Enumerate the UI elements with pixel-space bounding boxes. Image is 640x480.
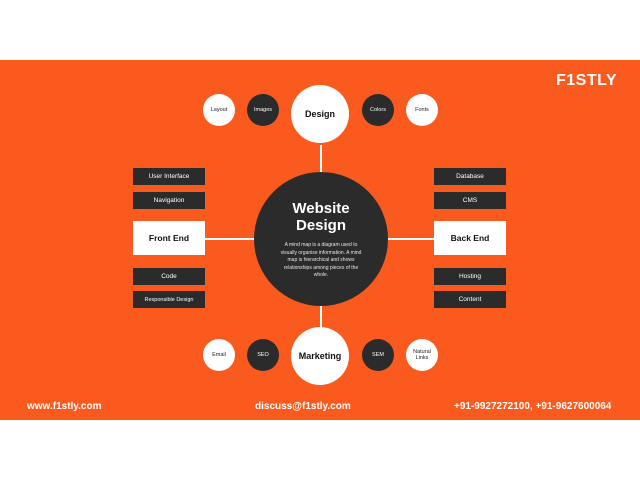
connector-right <box>388 238 434 240</box>
hub-title-line2: Design <box>295 217 346 234</box>
node-email: Email <box>203 339 235 371</box>
node-layout: Layout <box>203 94 235 126</box>
website-design-hub: Website Design A mind map is a diagram u… <box>254 172 388 306</box>
node-navigation: Navigation <box>133 192 205 209</box>
node-hosting: Hosting <box>434 268 506 285</box>
hub-title: Website Design <box>254 200 388 234</box>
node-sem: SEM <box>362 339 394 371</box>
footer-website[interactable]: www.f1stly.com <box>27 401 102 412</box>
node-marketing: Marketing <box>291 327 349 385</box>
footer-phones[interactable]: +91-9927272100, +91-9627600064 <box>454 401 612 412</box>
footer-email[interactable]: discuss@f1stly.com <box>255 401 351 412</box>
node-seo: SEO <box>247 339 279 371</box>
node-content: Content <box>434 291 506 308</box>
node-images: Images <box>247 94 279 126</box>
node-cms: CMS <box>434 192 506 209</box>
node-code: Code <box>133 268 205 285</box>
connector-bottom <box>320 306 322 328</box>
connector-top <box>320 145 322 173</box>
node-design: Design <box>291 85 349 143</box>
hub-title-line1: Website <box>292 200 350 217</box>
node-back-end: Back End <box>434 221 506 255</box>
connector-left <box>205 238 254 240</box>
hub-description: A mind map is a diagram used to visually… <box>280 242 362 278</box>
node-natural-links: Natural Links <box>406 339 438 371</box>
f1stly-logo[interactable]: F1STLY <box>556 72 618 89</box>
node-user-interface: User Interface <box>133 168 205 185</box>
node-front-end: Front End <box>133 221 205 255</box>
node-database: Database <box>434 168 506 185</box>
node-responsible-design: Responsible Design <box>133 291 205 308</box>
node-colors: Colors <box>362 94 394 126</box>
node-fonts: Fonts <box>406 94 438 126</box>
